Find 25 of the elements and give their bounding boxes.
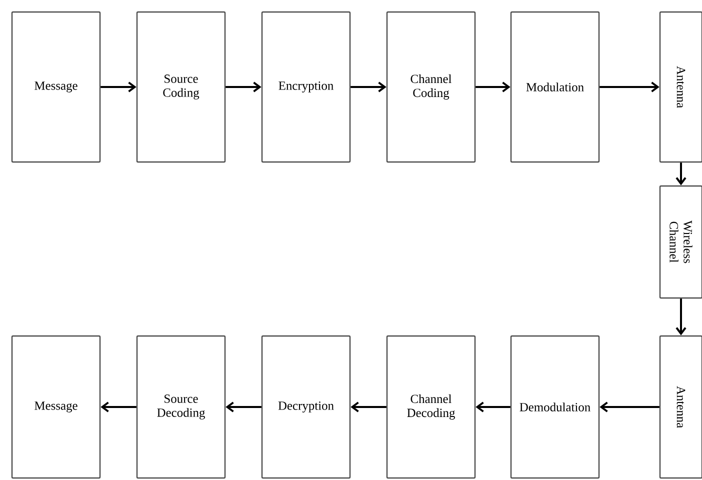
process-box: Channel Coding — [386, 11, 476, 163]
arrow — [600, 82, 660, 92]
process-box: Message — [11, 11, 101, 163]
arrow — [600, 402, 660, 412]
arrow — [676, 298, 686, 336]
process-box: Source Coding — [136, 11, 226, 163]
process-box: Encryption — [261, 11, 351, 163]
process-box: Antenna — [659, 335, 702, 479]
arrow — [100, 402, 136, 412]
arrow — [476, 82, 510, 92]
process-box: Decryption — [261, 335, 351, 479]
process-box: Antenna — [659, 11, 702, 163]
process-box: Demodulation — [510, 335, 600, 479]
arrow — [100, 82, 136, 92]
process-box: Channel Decoding — [386, 335, 476, 479]
arrow — [226, 82, 262, 92]
process-box: Message — [11, 335, 101, 479]
arrow — [226, 402, 262, 412]
arrow — [350, 402, 386, 412]
process-box: Modulation — [510, 11, 600, 163]
process-box: Wireless Channel — [659, 185, 702, 299]
arrow — [476, 402, 510, 412]
arrow — [676, 162, 686, 186]
arrow — [350, 82, 386, 92]
process-box: Source Decoding — [136, 335, 226, 479]
